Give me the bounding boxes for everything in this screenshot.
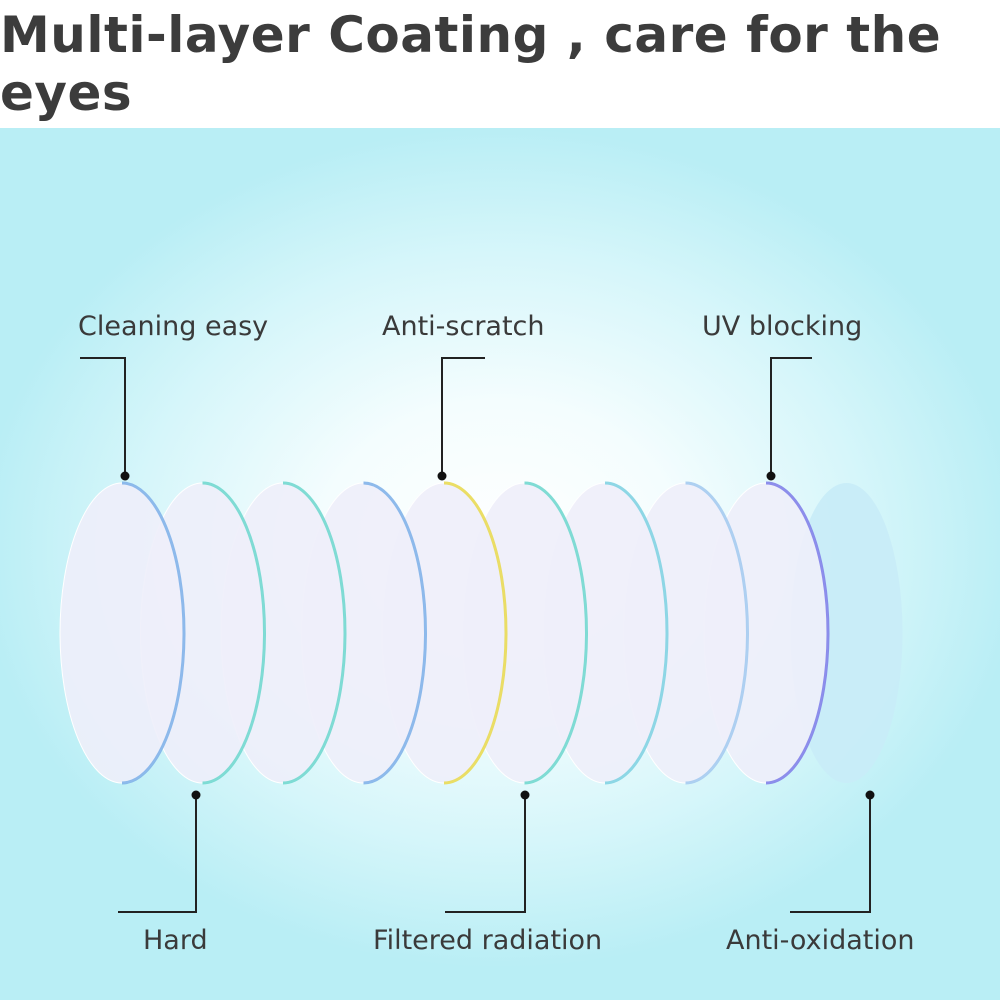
lens-coating-edge-5 — [443, 481, 508, 785]
label-anti-scratch: Anti-scratch — [382, 311, 545, 342]
lens-coating-edge-9 — [765, 481, 830, 785]
lens-coating-edge-6 — [524, 481, 588, 785]
callout-dot-filtered-radiation — [520, 790, 530, 800]
label-filtered-radiation: Filtered radiation — [373, 925, 602, 956]
callout-line-cleaning-easy — [80, 357, 126, 474]
callout-dot-anti-scratch — [437, 471, 447, 481]
page-title: Multi-layer Coating , care for the eyes — [0, 6, 942, 122]
label-uv-blocking: UV blocking — [702, 311, 862, 342]
label-anti-oxidation: Anti-oxidation — [726, 925, 915, 956]
callout-line-uv-blocking — [770, 357, 812, 474]
callout-dot-uv-blocking — [766, 471, 776, 481]
lens-stack — [59, 481, 903, 785]
callout-dot-anti-oxidation — [865, 790, 875, 800]
lens-coating-edge-2 — [202, 481, 266, 785]
callout-line-hard — [118, 796, 197, 913]
lens-coating-edge-3 — [282, 481, 347, 785]
callout-dot-hard — [191, 790, 201, 800]
label-cleaning-easy: Cleaning easy — [78, 311, 268, 342]
callout-line-filtered-radiation — [445, 796, 526, 913]
lens-coating-edge-4 — [363, 481, 427, 785]
lens-coating-edge-8 — [685, 481, 749, 785]
lens-coating-edge-1 — [121, 481, 186, 785]
lens-coating-edge-7 — [604, 481, 669, 785]
callout-line-anti-oxidation — [790, 796, 871, 913]
callout-line-anti-scratch — [441, 357, 485, 474]
label-hard: Hard — [143, 925, 208, 956]
callout-dot-cleaning-easy — [120, 471, 130, 481]
